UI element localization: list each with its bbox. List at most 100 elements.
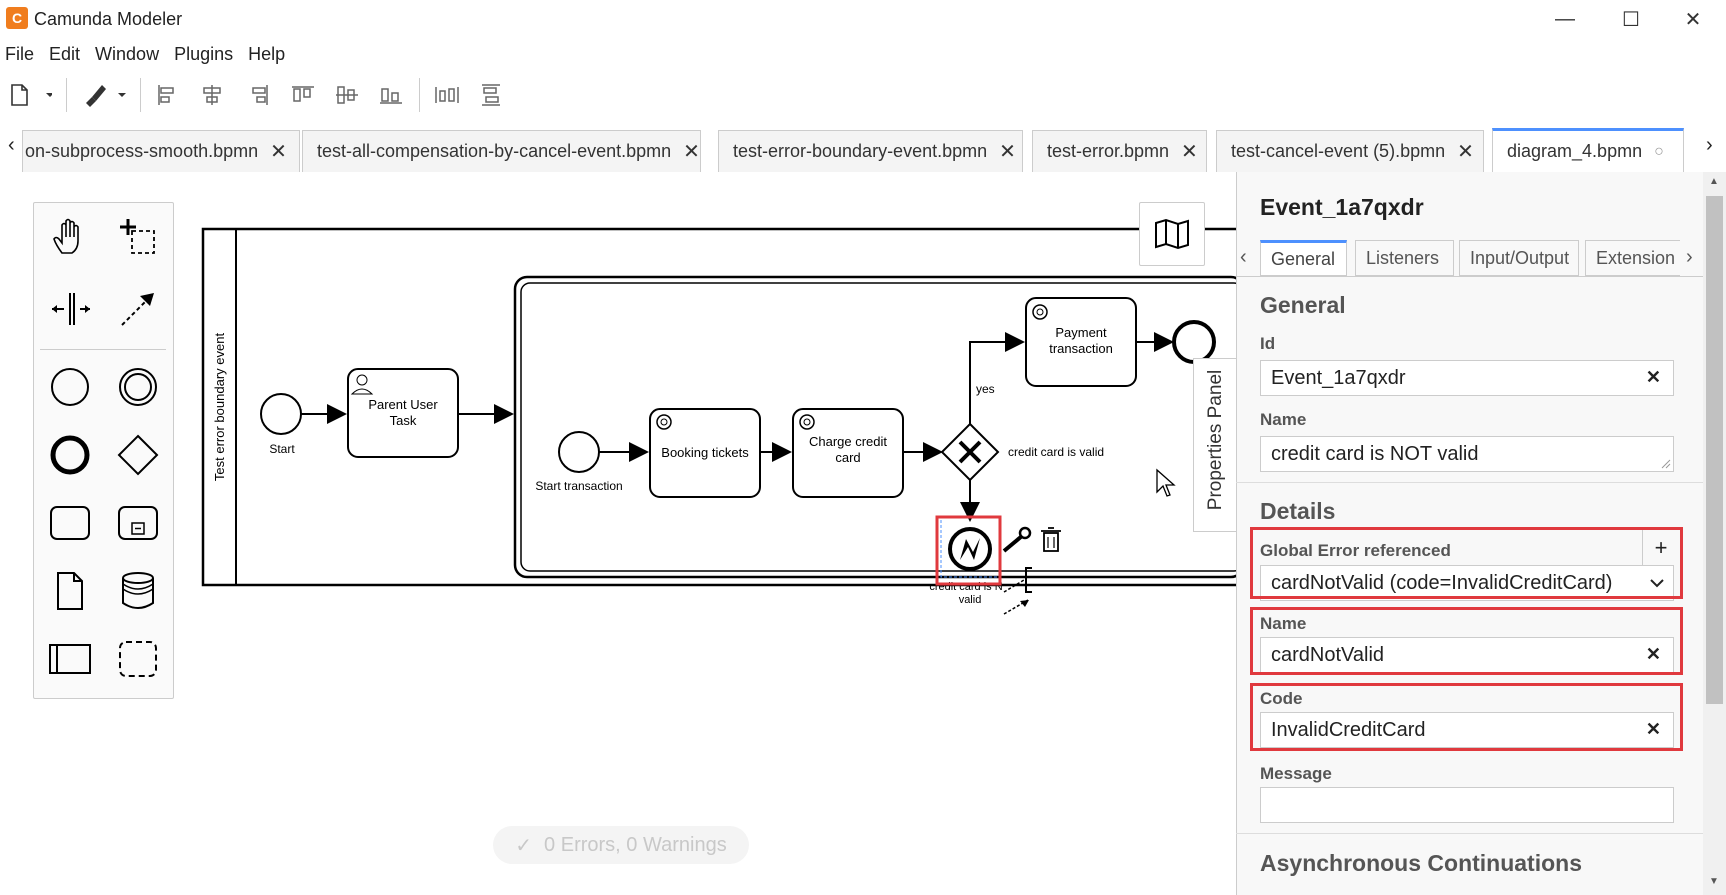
minimize-button[interactable]: — [1555,7,1575,30]
scrollbar-thumb[interactable] [1706,196,1723,704]
panel-tab-general[interactable]: General [1260,240,1347,276]
create-end-event[interactable] [46,431,94,479]
create-gateway[interactable] [114,431,162,479]
panel-tab-input-output[interactable]: Input/Output [1459,240,1579,276]
create-data-store[interactable] [114,567,162,615]
tab-file[interactable]: on-subprocess-smooth.bpmn ✕ [22,130,300,172]
create-data-object[interactable] [46,567,94,615]
code-field[interactable]: InvalidCreditCard✕ [1260,712,1674,748]
color-brush-button[interactable] [80,82,130,108]
error-name-label: Name [1260,614,1307,633]
message-field[interactable] [1260,787,1674,823]
subprocess-icon [118,506,158,540]
space-tool[interactable] [46,285,94,333]
tab-unsaved-icon[interactable]: ○ [1654,142,1664,160]
error-name-value: cardNotValid [1271,644,1385,666]
code-label: Code [1260,689,1303,708]
tab-close-icon[interactable]: ✕ [1181,141,1198,163]
clear-code-icon[interactable]: ✕ [1645,719,1661,739]
id-field[interactable]: Event_1a7qxdr✕ [1260,360,1674,396]
align-top-button[interactable] [290,82,316,108]
error-name-field[interactable]: cardNotValid ✕ [1260,637,1674,673]
add-global-error-button[interactable]: + [1642,530,1679,566]
scroll-down-arrow-icon[interactable]: ▼ [1709,876,1719,887]
properties-panel-toggle-label: Properties Panel [1205,369,1226,511]
error-icon [960,538,980,560]
minimap-toggle-button[interactable] [1139,202,1205,266]
menu-file[interactable]: File [5,44,35,64]
new-file-button[interactable] [6,82,54,108]
panel-title: Event_1a7qxdr [1260,194,1424,220]
panel-tab-listeners[interactable]: Listeners [1355,240,1454,276]
tab-file[interactable]: test-all-compensation-by-cancel-event.bp… [302,130,701,172]
name-textarea[interactable]: credit card is NOT valid [1260,436,1674,472]
tab-close-icon[interactable]: ✕ [999,141,1016,163]
create-intermediate-event[interactable] [114,363,162,411]
align-left-icon [158,85,174,105]
distribute-horizontal-button[interactable] [434,82,460,108]
bpmn-diagram[interactable]: Test error boundary event Start Parent U… [0,172,1236,895]
menu-help[interactable]: Help [248,44,286,64]
global-connect-tool[interactable] [114,285,162,333]
scroll-up-arrow-icon[interactable]: ▲ [1709,176,1719,187]
pool-label: Test error boundary event [212,333,227,482]
create-start-event[interactable] [46,363,94,411]
close-window-button[interactable]: ✕ [1684,8,1702,31]
trash-icon[interactable] [1041,527,1061,552]
title-bar: C Camunda Modeler — ☐ ✕ [0,0,1726,38]
align-bottom-button[interactable] [378,82,404,108]
clear-id-icon[interactable]: ✕ [1645,367,1661,387]
align-middle-button[interactable] [334,82,360,108]
wrench-icon[interactable] [1002,526,1032,553]
hand-icon [53,218,79,254]
pool[interactable] [201,227,1236,587]
create-task[interactable] [46,499,94,547]
maximize-button[interactable]: ☐ [1622,8,1640,31]
lasso-tool[interactable] [114,213,162,261]
lint-status-button[interactable]: ✓ 0 Errors, 0 Warnings [493,826,749,864]
create-group[interactable] [114,635,162,683]
tab-scroll-right-button[interactable]: › [1706,134,1713,156]
start-event-icon [51,368,89,406]
panel-tabs-scroll-right[interactable]: › [1686,246,1693,268]
tab-label: test-error-boundary-event.bpmn [733,141,988,161]
start-event[interactable] [260,393,302,435]
tab-close-icon[interactable]: ✕ [270,141,287,163]
menu-edit[interactable]: Edit [49,44,81,64]
resize-handle-icon[interactable] [1659,457,1671,469]
tab-close-icon[interactable]: ✕ [683,141,700,163]
global-error-select[interactable]: cardNotValid (code=InvalidCreditCard) [1260,565,1674,601]
charge-label-line1: Charge credit [809,434,887,449]
tab-scroll-left-button[interactable]: ‹ [8,134,15,156]
start-event-label: Start [269,442,295,456]
clear-error-name-icon[interactable]: ✕ [1645,644,1661,664]
menu-plugins[interactable]: Plugins [174,44,234,64]
align-center-button[interactable] [200,82,224,108]
create-subprocess[interactable] [114,499,162,547]
panel-tabs-scroll-left[interactable]: ‹ [1240,246,1247,268]
data-object-icon [57,572,83,610]
text-annotation-icon[interactable] [1003,567,1032,593]
create-pool[interactable] [46,635,94,683]
align-right-button[interactable] [246,82,270,108]
align-left-button[interactable] [156,82,180,108]
start-transaction-event[interactable] [558,431,600,473]
transaction-subprocess[interactable] [513,275,1236,579]
end-event[interactable] [1172,320,1216,364]
properties-panel-toggle[interactable]: Properties Panel [1193,358,1238,532]
distribute-vertical-button[interactable] [478,82,504,108]
start-transaction-label: Start transaction [535,479,622,493]
panel-tab-extension[interactable]: Extension [1585,240,1680,276]
hand-tool[interactable] [46,213,94,261]
tab-file[interactable]: test-error.bpmn✕ [1032,130,1207,172]
menu-window[interactable]: Window [95,44,160,64]
lint-status-text: 0 Errors, 0 Warnings [544,833,727,856]
connect-arrow-icon[interactable] [1003,599,1029,615]
window-title: Camunda Modeler [34,9,183,29]
diagram-canvas[interactable]: Test error boundary event Start Parent U… [0,172,1236,895]
tab-label: on-subprocess-smooth.bpmn [25,141,259,161]
tab-file[interactable]: test-error-boundary-event.bpmn ✕ [718,130,1023,172]
tab-close-icon[interactable]: ✕ [1457,141,1474,163]
tab-file[interactable]: test-cancel-event (5).bpmn✕ [1216,130,1484,172]
tab-file-active[interactable]: diagram_4.bpmn○ [1492,128,1684,172]
